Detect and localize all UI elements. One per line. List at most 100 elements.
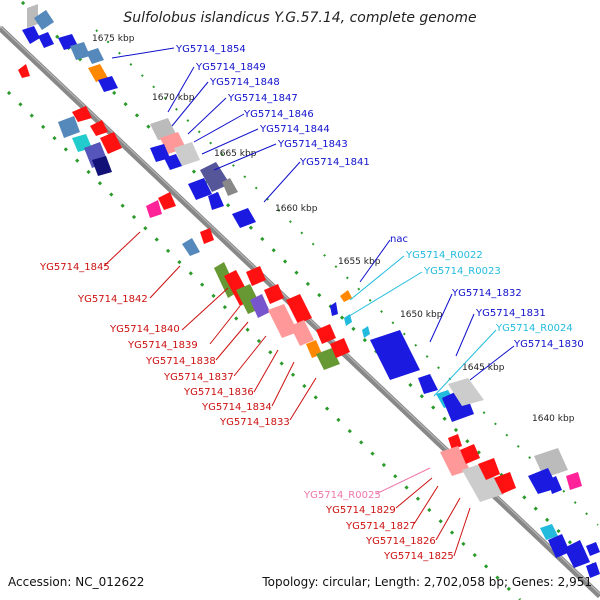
kbp-marker: 1665 kbp	[214, 149, 257, 159]
gene-label[interactable]: YG5714_1845	[39, 262, 110, 273]
gene-label[interactable]: nac	[390, 234, 408, 245]
gene-block[interactable]	[100, 132, 122, 154]
gene-block[interactable]	[566, 472, 582, 490]
gene-block[interactable]	[418, 374, 438, 394]
gene-label[interactable]: YG5714_1842	[77, 294, 148, 305]
gene-block[interactable]	[330, 338, 350, 358]
gene-block[interactable]	[316, 348, 340, 370]
gene-label[interactable]: YG5714_R0023	[423, 266, 501, 277]
gene-label[interactable]: YG5714_1854	[175, 44, 246, 55]
gene-block[interactable]	[92, 156, 112, 176]
gene-label[interactable]: YG5714_1848	[209, 77, 280, 88]
gene-block[interactable]	[34, 10, 54, 30]
gene-label[interactable]: YG5714_1841	[299, 157, 370, 168]
gene-label[interactable]: YG5714_1834	[201, 402, 272, 413]
gene-block[interactable]	[370, 330, 420, 380]
gene-block[interactable]	[90, 120, 108, 136]
gene-block[interactable]	[268, 304, 298, 338]
gene-block[interactable]	[494, 472, 516, 494]
gene-block[interactable]	[250, 294, 270, 318]
gene-label[interactable]: YG5714_1839	[127, 340, 198, 351]
gene-label[interactable]: YG5714_1825	[383, 551, 454, 562]
forward-genes	[22, 4, 582, 494]
gene-block[interactable]	[460, 444, 480, 464]
gene-block[interactable]	[586, 542, 600, 556]
forward-labels: YG5714_1854 YG5714_1849 YG5714_1848 YG57…	[175, 44, 584, 350]
gene-block[interactable]	[246, 266, 266, 286]
gene-block[interactable]	[70, 42, 90, 60]
reverse-leaders	[103, 231, 471, 557]
gene-label[interactable]: YG5714_1840	[109, 324, 180, 335]
gene-block[interactable]	[86, 48, 104, 64]
gene-block[interactable]	[164, 154, 182, 170]
gene-block[interactable]	[150, 118, 176, 140]
gene-block[interactable]	[564, 540, 590, 568]
forward-leaders	[111, 47, 515, 397]
gene-label[interactable]: YG5714_1836	[183, 387, 254, 398]
gene-block[interactable]	[88, 64, 108, 82]
gene-label[interactable]: YG5714_1849	[195, 62, 266, 73]
kbp-markers: 1675 kbp 1670 kbp 1665 kbp 1660 kbp 1655…	[92, 34, 575, 424]
gene-block[interactable]	[362, 326, 370, 338]
gene-block[interactable]	[222, 178, 238, 196]
gene-block[interactable]	[150, 144, 170, 162]
kbp-marker: 1670 kbp	[152, 93, 195, 103]
gene-block[interactable]	[18, 64, 30, 78]
gene-block[interactable]	[330, 302, 338, 316]
gene-label[interactable]: YG5714_1826	[365, 536, 436, 547]
gene-label[interactable]: YG5714_1829	[325, 505, 396, 516]
gene-block[interactable]	[316, 324, 336, 344]
gene-block[interactable]	[200, 228, 214, 244]
gene-block[interactable]	[208, 192, 224, 210]
gene-block[interactable]	[27, 4, 38, 28]
gene-label[interactable]: YG5714_R0025	[303, 490, 381, 501]
gene-block[interactable]	[58, 116, 80, 138]
accession-text: Accession: NC_012622	[8, 575, 144, 589]
gene-label[interactable]: YG5714_1830	[513, 339, 584, 350]
gene-block[interactable]	[540, 524, 558, 540]
gene-label[interactable]: YG5714_1846	[243, 109, 314, 120]
gene-label[interactable]: YG5714_1847	[227, 93, 298, 104]
gene-block[interactable]	[448, 378, 484, 406]
gene-label[interactable]: YG5714_1827	[345, 521, 416, 532]
gene-block[interactable]	[38, 32, 54, 48]
gene-label[interactable]: YG5714_1833	[219, 417, 290, 428]
gene-block[interactable]	[478, 458, 500, 480]
gene-block[interactable]	[448, 434, 462, 450]
gene-block[interactable]	[548, 534, 570, 558]
gene-block[interactable]	[158, 192, 176, 210]
gene-label[interactable]: YG5714_1843	[277, 139, 348, 150]
gene-block[interactable]	[174, 142, 200, 166]
gene-block[interactable]	[340, 290, 352, 302]
gene-label[interactable]: YG5714_R0022	[405, 250, 483, 261]
gene-label[interactable]: YG5714_1831	[475, 308, 546, 319]
gene-label[interactable]: YG5714_R0024	[495, 323, 573, 334]
gene-block[interactable]	[548, 476, 562, 494]
gene-block[interactable]	[232, 208, 256, 228]
gene-block[interactable]	[344, 314, 352, 326]
gene-label[interactable]: YG5714_1844	[259, 124, 330, 135]
gene-block[interactable]	[586, 562, 600, 578]
reverse-genes	[18, 64, 600, 578]
gene-block[interactable]	[200, 162, 230, 192]
tick-track-inner-forward	[95, 29, 599, 526]
gene-block[interactable]	[72, 106, 92, 122]
gene-block[interactable]	[146, 200, 162, 218]
kbp-marker: 1675 kbp	[92, 34, 135, 44]
gene-block[interactable]	[440, 446, 470, 476]
gene-block[interactable]	[264, 284, 284, 304]
gene-block[interactable]	[290, 320, 314, 346]
gene-block[interactable]	[182, 238, 200, 256]
gene-label[interactable]: YG5714_1838	[145, 356, 216, 367]
gene-block[interactable]	[22, 26, 40, 44]
gene-label[interactable]: YG5714_1837	[163, 372, 234, 383]
gene-label[interactable]: YG5714_1832	[451, 288, 522, 299]
gene-block[interactable]	[462, 462, 504, 502]
gene-block[interactable]	[98, 76, 118, 92]
kbp-marker: 1645 kbp	[462, 363, 505, 373]
topology-text: Topology: circular; Length: 2,702,058 bp…	[261, 575, 592, 589]
gene-block[interactable]	[286, 294, 312, 324]
gene-block[interactable]	[188, 178, 212, 200]
